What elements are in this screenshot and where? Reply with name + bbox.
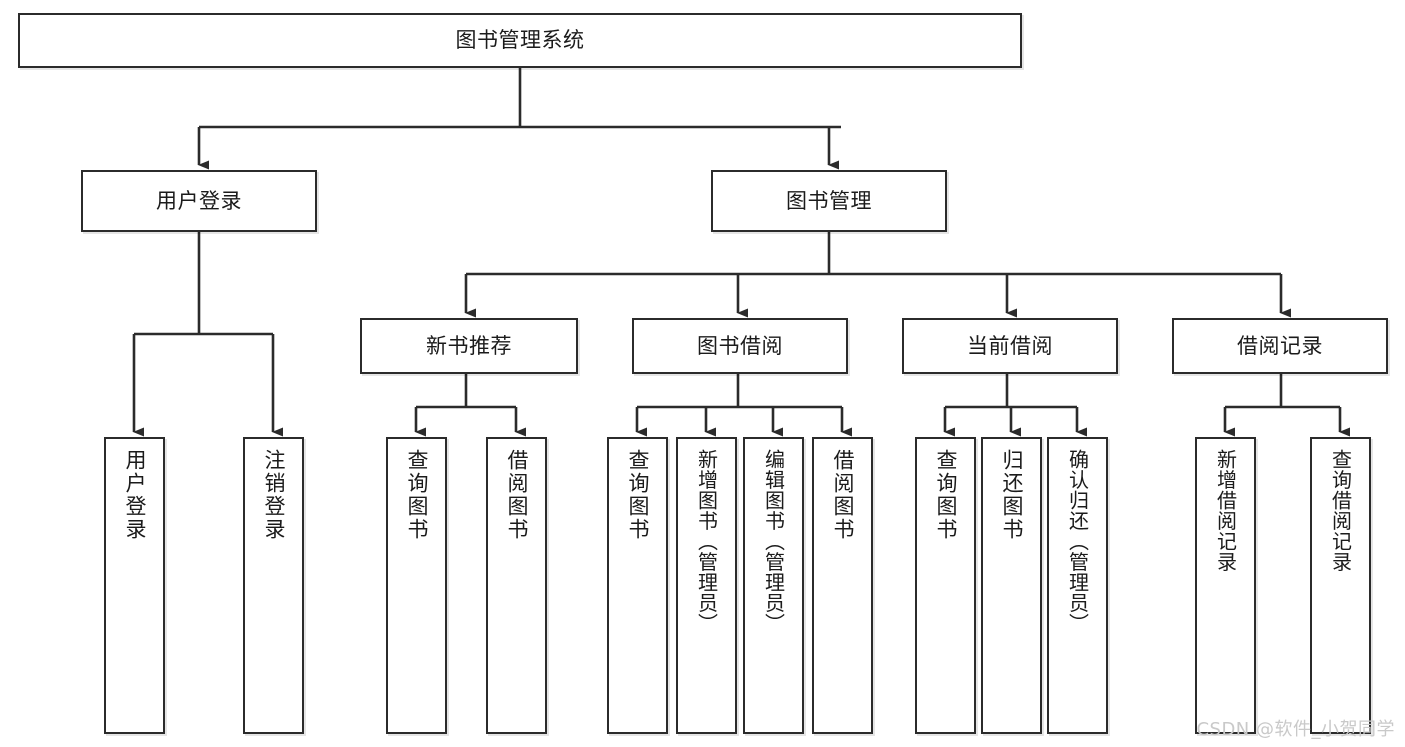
node-leaf-return-book[interactable]: 归还图书 (981, 437, 1042, 734)
node-user-login[interactable]: 用户登录 (81, 170, 317, 232)
node-book-borrow-label: 图书借阅 (697, 333, 783, 358)
node-borrow-record-label: 借阅记录 (1237, 333, 1323, 358)
node-leaf-add-borrow-record[interactable]: 新增借阅记录 (1195, 437, 1256, 734)
node-root-system[interactable]: 图书管理系统 (18, 13, 1022, 68)
node-leaf-borrow-book[interactable]: 借阅图书 (812, 437, 873, 734)
node-new-book-recommend[interactable]: 新书推荐 (360, 318, 578, 374)
node-leaf-label: 新增借阅记录 (1213, 449, 1238, 572)
node-book-management[interactable]: 图书管理 (711, 170, 947, 232)
node-leaf-label: 查询图书 (626, 449, 650, 541)
node-leaf-label: 查询图书 (405, 449, 429, 541)
node-leaf-confirm-return-admin[interactable]: 确认归还（管理员） (1047, 437, 1108, 734)
node-book-management-label: 图书管理 (786, 188, 872, 213)
csdn-watermark: CSDN @软件_小贺同学 (1196, 719, 1395, 740)
node-leaf-query-borrow-record[interactable]: 查询借阅记录 (1310, 437, 1371, 734)
node-leaf-label: 新增图书（管理员） (694, 449, 719, 634)
node-current-borrow-label: 当前借阅 (967, 333, 1053, 358)
node-leaf-label: 查询借阅记录 (1328, 449, 1353, 572)
node-book-borrow[interactable]: 图书借阅 (632, 318, 848, 374)
node-leaf-logout[interactable]: 注销登录 (243, 437, 304, 734)
node-leaf-label: 归还图书 (1000, 449, 1024, 541)
node-leaf-add-book-admin[interactable]: 新增图书（管理员） (676, 437, 737, 734)
node-new-book-recommend-label: 新书推荐 (426, 333, 512, 358)
node-leaf-borrow-book-newbook[interactable]: 借阅图书 (486, 437, 547, 734)
node-leaf-label: 借阅图书 (831, 449, 855, 541)
node-leaf-query-book-newbook[interactable]: 查询图书 (386, 437, 447, 734)
node-leaf-edit-book-admin[interactable]: 编辑图书（管理员） (743, 437, 804, 734)
node-current-borrow[interactable]: 当前借阅 (902, 318, 1118, 374)
node-leaf-label: 查询图书 (934, 449, 958, 541)
node-leaf-label: 确认归还（管理员） (1065, 449, 1090, 634)
node-user-login-label: 用户登录 (156, 188, 242, 213)
node-root-label: 图书管理系统 (455, 28, 585, 53)
node-leaf-label: 用户登录 (123, 449, 147, 541)
node-leaf-query-book-current[interactable]: 查询图书 (915, 437, 976, 734)
node-leaf-label: 注销登录 (262, 449, 286, 541)
node-leaf-query-book-borrow[interactable]: 查询图书 (607, 437, 668, 734)
node-leaf-label: 借阅图书 (505, 449, 529, 541)
node-leaf-label: 编辑图书（管理员） (761, 449, 786, 634)
node-leaf-user-login[interactable]: 用户登录 (104, 437, 165, 734)
node-borrow-record[interactable]: 借阅记录 (1172, 318, 1388, 374)
